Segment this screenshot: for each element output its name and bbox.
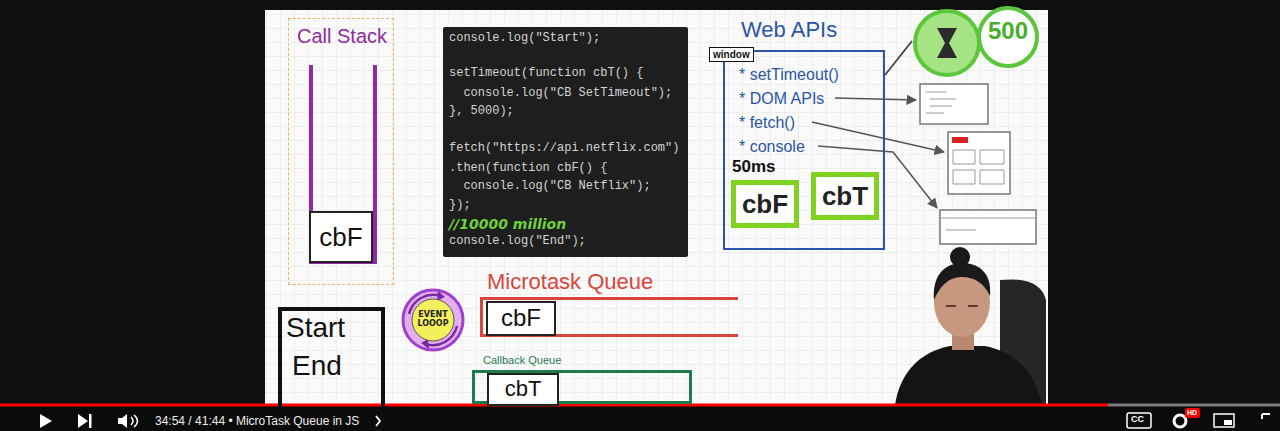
next-icon: [78, 414, 92, 428]
api-item: * console: [739, 138, 805, 156]
miniplayer-inner: [1224, 420, 1232, 425]
callback-name: cbF: [742, 190, 788, 219]
call-stack-frame: Call Stack cbF: [288, 18, 394, 285]
api-item: * DOM APIs: [739, 90, 824, 108]
timer-circle: [979, 8, 1037, 66]
api-item: * setTimeout(): [739, 66, 839, 84]
console-sketch: [940, 210, 1036, 244]
sketch-frame: [920, 84, 988, 124]
callback-name: cbT: [822, 182, 868, 211]
chapter-chevron: [376, 416, 380, 426]
loop-label: EVENT LOOOP: [415, 311, 451, 329]
video-time-title: 34:54 / 41:44 • MicroTask Queue in JS: [155, 415, 359, 428]
sketch-lines: [926, 92, 956, 113]
sketch-lines: [940, 218, 1036, 230]
captions-icon: [1127, 413, 1151, 428]
hoodie: [895, 346, 1042, 405]
code-line: console.log("Start");: [449, 32, 600, 45]
microtask-queue: Microtask QueuecbF: [480, 297, 738, 337]
console-line: End: [292, 351, 342, 382]
quality-badge: HD: [1187, 409, 1197, 417]
hair-bun: [950, 247, 970, 267]
handwritten-note: //10000 million: [449, 217, 566, 232]
fullscreen-icon: [1262, 414, 1270, 419]
hourglass-circle: [915, 11, 979, 75]
volume-waves: [131, 415, 138, 427]
settings-icon: [1174, 415, 1186, 427]
connector: [885, 41, 912, 75]
code-line: console.log("CB SetTimeout");: [449, 87, 672, 100]
callback-name: cbF: [319, 223, 362, 252]
stack-heading: Call Stack: [297, 25, 387, 47]
code-line: }, 5000);: [449, 105, 514, 118]
code-block: console.log("Start"); setTimeout(function…: [443, 27, 688, 257]
code-line: console.log("CB Netflix");: [449, 180, 651, 193]
sketch-frame: [940, 210, 1036, 244]
timer-value: 500: [988, 18, 1028, 44]
window-tab: window: [709, 47, 754, 62]
queue-heading: Callback Queue: [483, 354, 561, 366]
event-loop: EVENT LOOOP: [401, 288, 465, 352]
callback-name: cbT: [505, 377, 542, 401]
sketch-logo: [952, 137, 968, 143]
dom-sketch: [920, 84, 988, 124]
volume-icon: [118, 414, 127, 428]
queue-heading: Microtask Queue: [487, 270, 653, 294]
presenter: [895, 247, 1046, 405]
callback-queue: Callback QueuecbT: [472, 370, 692, 404]
hourglass-icon: [937, 28, 957, 58]
captions-label: CC: [1131, 415, 1144, 425]
code-line: .then(function cbF() {: [449, 162, 607, 175]
loop-core: [412, 299, 454, 341]
code-line: console.log("End");: [449, 235, 586, 248]
callback-name: cbF: [501, 305, 541, 331]
code-line: });: [449, 199, 471, 212]
play-icon: [40, 414, 52, 428]
hd-badge: [1185, 408, 1200, 418]
miniplayer-icon: [1214, 414, 1234, 427]
code-line: fetch("https://api.netflix.com"): [449, 142, 679, 155]
loop-ring: [403, 290, 463, 350]
api-item: * fetch(): [739, 114, 795, 132]
console-line: Start: [286, 313, 345, 344]
panel-heading: Web APIs: [741, 18, 837, 42]
timer-callback-box: cbT: [811, 172, 879, 220]
stack-frame-box: cbF: [309, 211, 373, 263]
timer-visual: 500: [912, 4, 1042, 78]
web-apis-panel: Web APIswindow* setTimeout()* DOM APIs* …: [723, 50, 885, 250]
controls-bar: [0, 406, 1280, 431]
leader-line: [835, 98, 916, 100]
code-line: setTimeout(function cbT() {: [449, 67, 643, 80]
queue-item: cbF: [486, 301, 556, 336]
loop-arrows: [409, 295, 457, 345]
sketch-tiles: [953, 150, 1004, 184]
progress-rest: [1108, 404, 1280, 407]
delay-note: 50ms: [732, 158, 775, 177]
queue-item: cbT: [487, 373, 559, 406]
netflix-sketch: [948, 132, 1010, 194]
eyes: [946, 305, 978, 307]
hair: [934, 263, 990, 300]
console-output: StartEnd: [278, 307, 385, 407]
sketch-frame: [948, 132, 1010, 194]
timer-callback-box: 50mscbF: [731, 180, 799, 228]
